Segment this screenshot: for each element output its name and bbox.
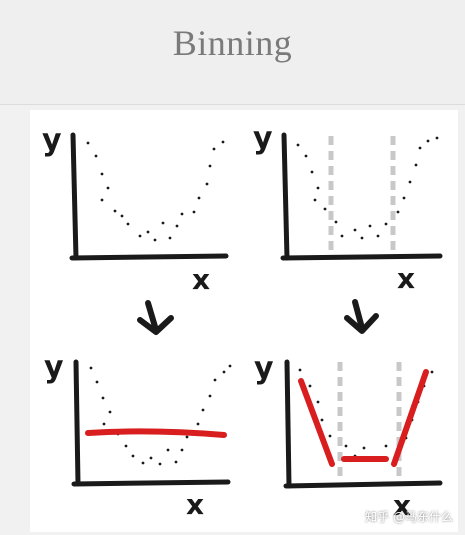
x-axis-label: x [397, 262, 415, 295]
y-axis [73, 359, 81, 487]
y-axis-label: y [254, 351, 274, 386]
x-axis-label: x [186, 488, 204, 521]
y-axis-label: y [42, 123, 62, 158]
scatter-points [86, 140, 225, 242]
x-axis-label: x [192, 263, 210, 296]
scatter-points [296, 136, 439, 240]
panel-piecewise-binned-fit: y x [254, 351, 443, 522]
panel-raw-scatter: y x [42, 123, 229, 296]
page-title: Binning [172, 23, 293, 63]
fit-segment [391, 369, 429, 467]
y-axis [70, 132, 79, 261]
x-axis [69, 253, 229, 261]
y-axis-label: y [44, 350, 64, 385]
y-axis-label: y [253, 121, 273, 156]
x-axis [280, 253, 443, 261]
x-axis-label: x [393, 489, 411, 522]
fit-line [85, 428, 227, 438]
x-axis [71, 479, 231, 487]
scatter-points [89, 364, 232, 466]
watermark: 知乎 @马东什么 [365, 510, 453, 524]
panel-binned-scatter: y x [253, 121, 443, 295]
fit-segment [298, 378, 335, 467]
x-axis [283, 480, 443, 489]
y-axis [284, 359, 292, 489]
y-axis [281, 132, 290, 261]
panel-global-constant-fit: y x [44, 350, 232, 521]
header-bar: Binning [0, 0, 465, 105]
down-arrow-icon [344, 299, 379, 334]
down-arrow-icon [137, 300, 174, 335]
